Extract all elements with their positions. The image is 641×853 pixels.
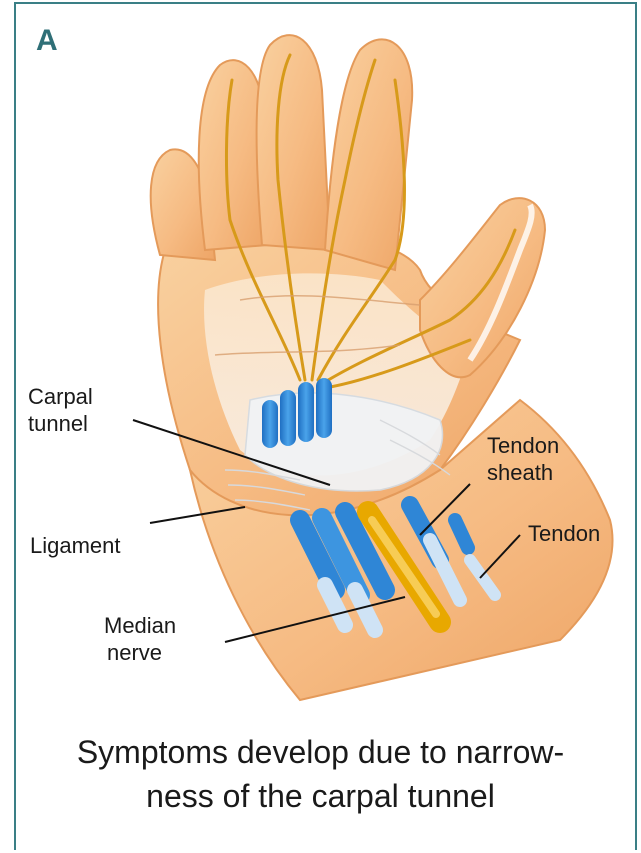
median-nerve-label-line2: nerve: [104, 639, 176, 666]
figure-caption: Symptoms develop due to narrow- ness of …: [0, 730, 641, 818]
tendon-sheath-label-line1: Tendon: [487, 432, 559, 459]
median-nerve-label-line1: Median: [104, 612, 176, 639]
index-finger: [325, 39, 412, 270]
carpal-tunnel-label-line1: Carpal: [28, 383, 93, 410]
carpal-tunnel-label-line2: tunnel: [28, 410, 93, 437]
tendon-label: Tendon: [528, 520, 600, 547]
carpal-tunnel-label: Carpal tunnel: [28, 383, 93, 437]
median-nerve-label: Median nerve: [104, 612, 176, 666]
caption-line1: Symptoms develop due to narrow-: [0, 730, 641, 774]
panel-letter: A: [36, 24, 58, 58]
middle-finger: [257, 35, 330, 250]
caption-line2: ness of the carpal tunnel: [0, 774, 641, 818]
tendon-sheath-label-line2: sheath: [487, 459, 559, 486]
tendon-sheath-label: Tendon sheath: [487, 432, 559, 486]
ligament-label: Ligament: [30, 532, 121, 559]
